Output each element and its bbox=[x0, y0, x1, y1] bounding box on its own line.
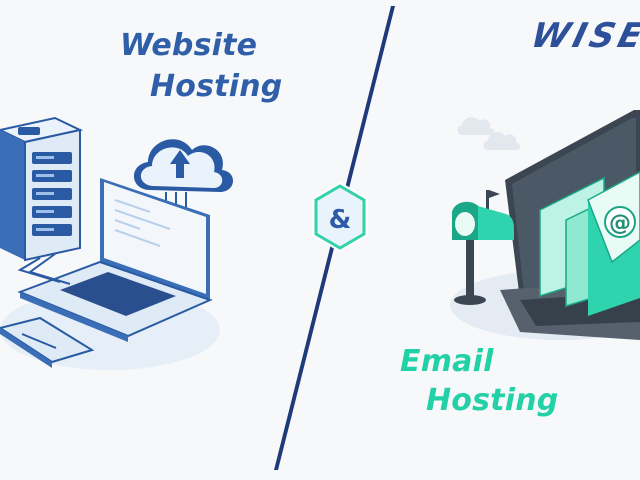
at-sign-icon: @ bbox=[604, 206, 636, 238]
cloud-icon bbox=[457, 117, 521, 150]
brand-logo: WISE bbox=[527, 16, 640, 56]
ampersand-symbol: & bbox=[328, 205, 352, 235]
server-rack-icon bbox=[0, 116, 84, 262]
email-title-line1: Email bbox=[400, 344, 494, 379]
cloud-upload-icon bbox=[133, 139, 234, 212]
website-title-line2: Hosting bbox=[150, 69, 283, 104]
phone-icon bbox=[0, 316, 95, 368]
badge-hexagon bbox=[314, 184, 366, 250]
laptop-icon bbox=[17, 178, 213, 342]
mailbox-icon bbox=[452, 190, 514, 305]
svg-text:@: @ bbox=[609, 211, 631, 236]
email-title-line2: Hosting bbox=[426, 383, 559, 418]
website-title-line1: Website bbox=[120, 28, 258, 63]
